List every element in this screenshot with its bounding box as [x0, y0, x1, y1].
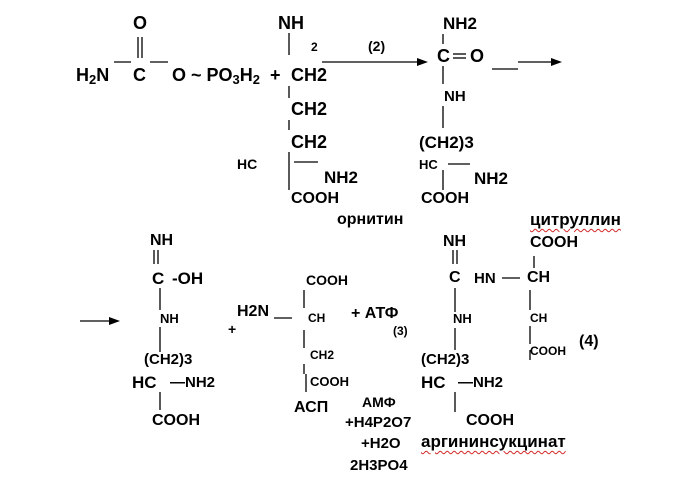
carbamoyl-o-tilde: O ~ — [172, 65, 202, 85]
step-4-label: (4) — [579, 333, 599, 350]
citc-nh-mid: NH — [160, 311, 179, 326]
ornithine-ch2-b: CH2 — [291, 99, 328, 119]
atp-label: + АТФ — [351, 305, 399, 322]
args-cooh-top: COOH — [530, 234, 578, 251]
citc-c: C — [152, 269, 165, 288]
args-c: C — [449, 269, 461, 286]
citc-oh: -OH — [172, 269, 204, 288]
carbamoyl-po-subscript: 3 — [232, 72, 240, 88]
carbamoyl-h: H — [76, 65, 89, 85]
carbamoyl-h2n-group: H2N — [76, 65, 110, 88]
ornithine-ch2-c: CH2 — [291, 132, 328, 152]
citrulline-nh2-top: NH2 — [443, 14, 478, 33]
aspartate-cooh-bottom: COOH — [310, 374, 349, 389]
aspartate-plus: + — [228, 321, 237, 337]
carbamoyl-phosphate-group: O ~ PO3H2 — [172, 65, 260, 88]
aspartate-cooh-top: COOH — [306, 272, 348, 288]
plus-sign-1: + — [270, 65, 281, 85]
citc-cooh: COOH — [152, 412, 200, 429]
carbamoyl-h-subscript: 2 — [89, 72, 97, 88]
citc-nh2: —NH2 — [170, 374, 216, 391]
citrulline-c: C — [437, 46, 450, 66]
water-label: +H2O — [361, 435, 401, 452]
ornithine-nh2: NH2 — [324, 168, 359, 187]
citrulline-hc: HC — [419, 157, 438, 172]
pyrophosphate-label: +H4P2O7 — [345, 414, 412, 431]
carbamoyl-c-atom: C — [133, 65, 146, 85]
aspartate-ch2: CH2 — [310, 348, 335, 362]
step-3-label: (3) — [393, 324, 408, 338]
args-cooh-small: COOH — [530, 344, 566, 358]
args-nh-mid: NH — [453, 311, 472, 326]
ornithine-nh-subscript: 2 — [311, 40, 318, 54]
ornithine-name: орнитин — [337, 211, 404, 228]
citc-hc: HC — [132, 373, 157, 392]
arrow-right-head — [551, 58, 562, 66]
aspartate-h2n: H2N — [237, 303, 270, 320]
arrow-lower-head — [109, 317, 120, 325]
ornithine-cooh: COOH — [291, 190, 339, 207]
citc-ch2-3: (CH2)3 — [144, 351, 193, 368]
carbamoyl-h-after: H — [239, 65, 253, 85]
citrulline-cooh: COOH — [421, 190, 469, 207]
args-nh2: —NH2 — [458, 374, 504, 391]
args-hc: HC — [421, 373, 446, 392]
amp-label: АМФ — [362, 394, 396, 410]
aspartate-ch: CH — [308, 311, 326, 325]
args-ch-small: CH — [530, 311, 548, 325]
citrulline-ch2-3: (CH2)3 — [419, 133, 474, 152]
args-hn: HN — [474, 270, 496, 287]
args-ch2-3: (CH2)3 — [421, 351, 470, 368]
args-ch: CH — [527, 269, 551, 286]
ornithine-ch2-a: CH2 — [291, 65, 328, 85]
aspartate-name: АСП — [294, 399, 329, 416]
ornithine-hc: HC — [237, 156, 258, 172]
step-2-label: (2) — [368, 38, 386, 54]
carbamoyl-n: N — [96, 65, 110, 85]
args-nh: NH — [443, 233, 467, 250]
carbamoyl-po: PO — [206, 65, 233, 85]
args-cooh: COOH — [466, 412, 514, 429]
citrulline-nh: NH — [444, 88, 466, 105]
arrow-step2-head — [417, 58, 428, 66]
carbamoyl-o-atom: O — [133, 13, 148, 33]
citrulline-o: O — [470, 46, 485, 66]
carbamoyl-h-after-subscript: 2 — [252, 72, 260, 88]
phosphate-label: 2H3PO4 — [350, 457, 408, 474]
citrulline-nh2: NH2 — [474, 169, 509, 188]
args-name: аргининсукцинат — [421, 432, 566, 451]
citrulline-name: цитруллин — [530, 210, 621, 229]
citc-nh: NH — [150, 232, 174, 249]
ornithine-nh: NH — [278, 13, 304, 33]
